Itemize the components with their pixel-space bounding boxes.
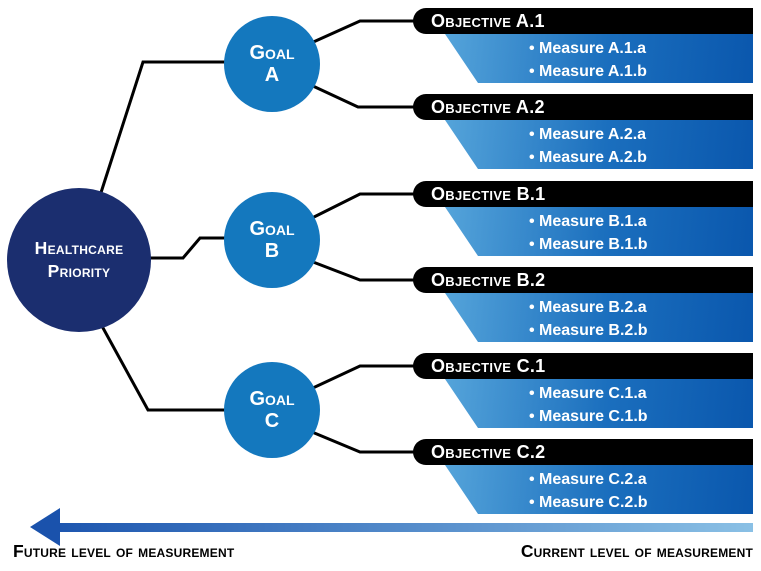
connector-goal-b-obj-b2 <box>299 255 416 282</box>
connector-goal-a-obj-a1 <box>299 19 416 50</box>
measure-panel-a1: • Measure A.1.a • Measure A.1.b <box>445 34 753 83</box>
objective-bar-a2: Objective A.2 <box>413 94 753 120</box>
measure-item: • Measure A.1.a <box>529 40 647 57</box>
measure-item: • Measure A.2.a <box>529 126 647 143</box>
measure-item: • Measure C.2.b <box>529 494 648 511</box>
measure-item: • Measure A.2.b <box>529 149 647 166</box>
measurement-axis-labels: Future level of measurement Current leve… <box>13 541 753 562</box>
measure-item: • Measure C.1.b <box>529 408 648 425</box>
connector-goal-a-obj-a2 <box>299 78 416 109</box>
root-node-label: Healthcare Priority <box>34 238 124 281</box>
measure-item: • Measure A.1.b <box>529 63 647 80</box>
objective-group-b1: Objective B.1 • Measure B.1.a • Measure … <box>413 181 753 256</box>
goal-b-word: Goal <box>249 217 295 240</box>
objective-group-c2: Objective C.2 • Measure C.2.a • Measure … <box>413 439 753 514</box>
measure-panel-c1: • Measure C.1.a • Measure C.1.b <box>445 379 753 428</box>
goal-a-letter: A <box>264 64 280 86</box>
objective-bar-a1: Objective A.1 <box>413 8 753 34</box>
future-measurement-label: Future level of measurement <box>13 541 235 561</box>
measure-panel-b1: • Measure B.1.a • Measure B.1.b <box>445 207 753 256</box>
current-measurement-label: Current level of measurement <box>520 541 753 561</box>
objective-group-a2: Objective A.2 • Measure A.2.a • Measure … <box>413 94 753 169</box>
connector-root-goal-b <box>146 236 232 260</box>
objective-bar-c2: Objective C.2 <box>413 439 753 465</box>
objective-bar-b1: Objective B.1 <box>413 181 753 207</box>
goal-c-word: Goal <box>249 387 295 410</box>
connector-root-goal-a <box>95 60 232 206</box>
measure-item: • Measure B.1.b <box>529 236 648 253</box>
goal-node-a: Goal A <box>224 16 320 112</box>
goal-node-b: Goal B <box>224 192 320 288</box>
connector-goal-b-obj-b1 <box>299 192 416 226</box>
goal-c-letter: C <box>264 410 280 432</box>
measure-panel-a2: • Measure A.2.a • Measure A.2.b <box>445 120 753 169</box>
objective-bar-c1: Objective C.1 <box>413 353 753 379</box>
goal-b-letter: B <box>264 240 280 262</box>
measure-panel-c2: • Measure C.2.a • Measure C.2.b <box>445 465 753 514</box>
measurement-arrow-body <box>52 523 753 532</box>
connector-goal-c-obj-c1 <box>299 364 416 396</box>
objective-group-c1: Objective C.1 • Measure C.1.a • Measure … <box>413 353 753 428</box>
goal-a-word: Goal <box>249 41 295 64</box>
measure-item: • Measure B.2.b <box>529 322 648 339</box>
objective-group-a1: Objective A.1 • Measure A.1.a • Measure … <box>413 8 753 83</box>
connector-root-goal-c <box>95 316 232 412</box>
measure-panel-b2: • Measure B.2.a • Measure B.2.b <box>445 293 753 342</box>
objective-group-b2: Objective B.2 • Measure B.2.a • Measure … <box>413 267 753 342</box>
connector-goal-c-obj-c2 <box>299 425 416 454</box>
goal-node-c: Goal C <box>224 362 320 458</box>
measure-item: • Measure B.1.a <box>529 213 647 230</box>
measurement-arrow-head-icon <box>30 508 60 546</box>
objective-bar-b2: Objective B.2 <box>413 267 753 293</box>
root-node-healthcare-priority: Healthcare Priority <box>7 188 151 332</box>
measure-item: • Measure C.1.a <box>529 385 647 402</box>
measure-item: • Measure C.2.a <box>529 471 647 488</box>
measure-item: • Measure B.2.a <box>529 299 647 316</box>
